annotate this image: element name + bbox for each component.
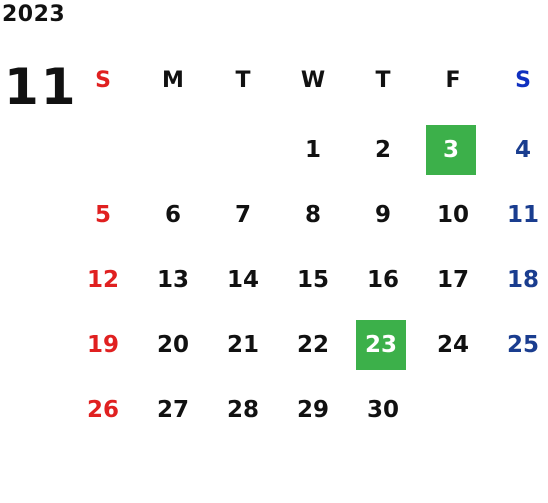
day-cell (218, 125, 268, 175)
day-cell: 5 (94, 202, 111, 228)
day-cell: 30 (366, 397, 399, 423)
day-cell: 29 (296, 397, 329, 423)
month-number: 11 (4, 58, 78, 116)
day-cell: 21 (226, 332, 259, 358)
year-label: 2023 (2, 2, 66, 27)
day-cell: 26 (86, 397, 119, 423)
day-cell: 15 (296, 267, 329, 293)
day-cell (148, 125, 198, 175)
weekday-wednesday: W (300, 67, 326, 93)
day-cell: 18 (506, 267, 539, 293)
day-cell: 12 (86, 267, 119, 293)
day-cell (498, 385, 548, 435)
day-cell: 13 (156, 267, 189, 293)
week-row-2: 5 6 7 8 9 10 11 (70, 190, 548, 240)
weekday-tuesday: T (235, 67, 251, 93)
holiday-day-cell: 23 (356, 320, 406, 370)
day-cell: 6 (164, 202, 181, 228)
week-row-1: 1 2 3 4 (70, 125, 548, 175)
day-cell: 19 (86, 332, 119, 358)
day-cell: 1 (304, 137, 321, 163)
day-cell (78, 125, 128, 175)
day-cell: 25 (506, 332, 539, 358)
day-cell: 28 (226, 397, 259, 423)
day-cell: 2 (374, 137, 391, 163)
day-cell: 7 (234, 202, 251, 228)
day-cell: 14 (226, 267, 259, 293)
weekday-header-row: S M T W T F S (70, 55, 548, 105)
day-cell: 11 (506, 202, 539, 228)
day-cell: 17 (436, 267, 469, 293)
day-cell: 20 (156, 332, 189, 358)
day-cell: 4 (514, 137, 531, 163)
weekday-monday: M (162, 67, 184, 93)
week-row-3: 12 13 14 15 16 17 18 (70, 255, 548, 305)
weekday-thursday: T (375, 67, 391, 93)
day-cell (428, 385, 478, 435)
day-cell: 27 (156, 397, 189, 423)
day-cell: 8 (304, 202, 321, 228)
day-cell: 22 (296, 332, 329, 358)
day-cell: 24 (436, 332, 469, 358)
weekday-friday: F (445, 67, 461, 93)
holiday-day-cell: 3 (426, 125, 476, 175)
day-cell: 9 (374, 202, 391, 228)
weekday-sunday: S (95, 67, 111, 93)
day-cell: 16 (366, 267, 399, 293)
week-row-5: 26 27 28 29 30 (70, 385, 548, 435)
day-cell: 10 (436, 202, 469, 228)
weekday-saturday: S (515, 67, 531, 93)
week-row-4: 19 20 21 22 23 24 25 (70, 320, 548, 370)
